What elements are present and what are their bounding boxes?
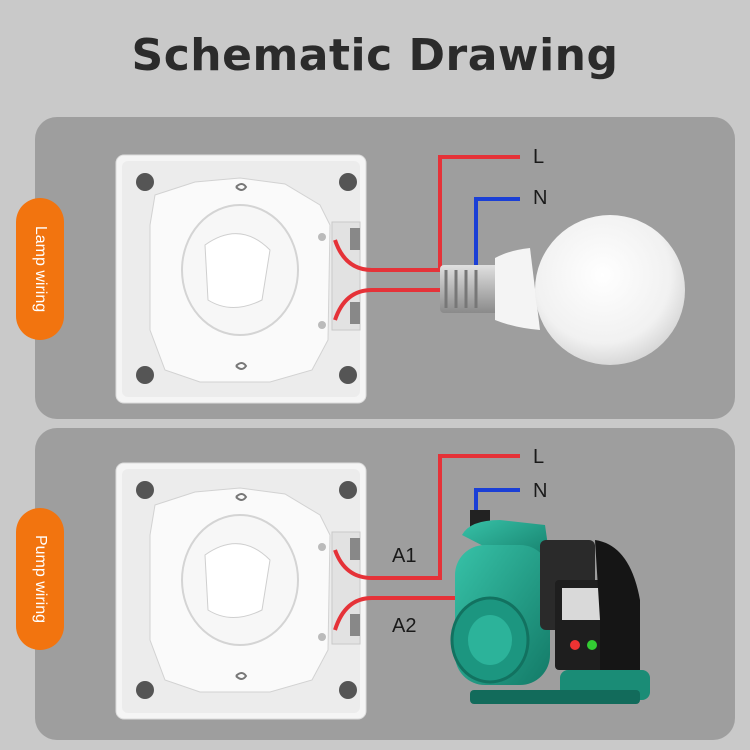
lamp-neutral-label: N bbox=[533, 187, 548, 209]
pump-live-label: L bbox=[533, 446, 545, 468]
light-bulb-icon bbox=[440, 215, 685, 365]
lamp-wiring-tab: Lamp wiring bbox=[16, 198, 64, 340]
lamp-wires bbox=[333, 155, 520, 321]
terminal-a2-label: A2 bbox=[392, 615, 417, 637]
pump-neutral-label: N bbox=[533, 480, 548, 502]
pump-wiring-tab: Pump wiring bbox=[16, 508, 64, 650]
terminal-a1-label: A1 bbox=[392, 545, 417, 567]
lamp-switch-box bbox=[115, 154, 367, 404]
water-pump-icon bbox=[450, 510, 650, 704]
lamp-live-label: L bbox=[533, 146, 545, 168]
pump-switch-box bbox=[115, 462, 367, 720]
page-title: Schematic Drawing bbox=[131, 30, 619, 81]
